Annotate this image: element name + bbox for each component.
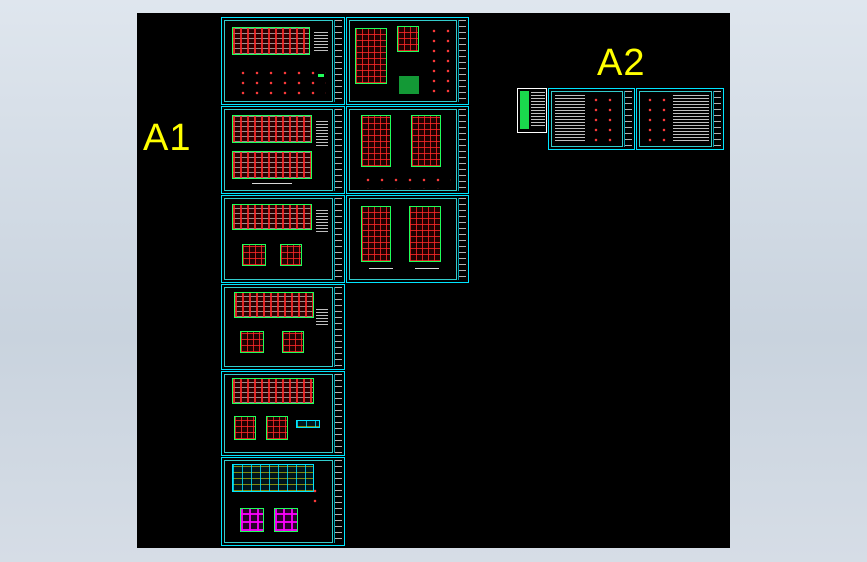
legend-block xyxy=(520,91,529,129)
sheet-border xyxy=(349,198,457,280)
title-block xyxy=(458,109,466,191)
a2-sheet-2[interactable] xyxy=(548,88,635,150)
legend-swatch xyxy=(318,74,324,77)
detail-plan xyxy=(280,244,302,266)
structural-plan xyxy=(409,206,441,262)
sheet-border xyxy=(224,20,333,102)
detail-symbols xyxy=(361,175,451,189)
title-block xyxy=(334,374,342,453)
notes-block xyxy=(673,95,709,143)
a1-sheet-9[interactable] xyxy=(346,195,469,283)
title-block xyxy=(334,198,342,280)
sheet-group-label-a1: A1 xyxy=(143,117,192,159)
sheet-border xyxy=(224,198,333,280)
a1-sheet-6[interactable] xyxy=(221,457,345,546)
floor-plan xyxy=(232,378,314,404)
detail-plan xyxy=(234,416,256,440)
drawing-viewport[interactable]: A1 A2 xyxy=(137,13,730,548)
notes-block xyxy=(316,309,328,325)
a1-sheet-7[interactable] xyxy=(346,17,469,105)
title-block xyxy=(713,91,721,147)
detail-plan xyxy=(242,244,266,266)
a1-sheet-5[interactable] xyxy=(221,371,345,456)
notes-block xyxy=(555,95,585,143)
sheet-border xyxy=(224,109,333,191)
title-block xyxy=(458,20,466,102)
detail-plan xyxy=(274,508,298,532)
title-block xyxy=(458,198,466,280)
sheet-border xyxy=(349,109,457,191)
sheet-border xyxy=(349,20,457,102)
a1-sheet-2[interactable] xyxy=(221,106,345,194)
floor-plan xyxy=(234,292,314,318)
detail-plan xyxy=(240,331,264,353)
notes-block xyxy=(314,32,328,52)
structural-plan xyxy=(361,206,391,262)
title-block xyxy=(334,109,342,191)
title-block xyxy=(334,287,342,367)
floor-plan xyxy=(232,115,312,143)
structural-plan xyxy=(411,115,441,167)
sheet-border xyxy=(224,287,333,367)
a1-sheet-1[interactable] xyxy=(221,17,345,105)
a2-cover-sheet[interactable] xyxy=(517,88,547,133)
title-block xyxy=(334,20,342,102)
title-block xyxy=(624,91,632,147)
a1-sheet-3[interactable] xyxy=(221,195,345,283)
structural-plan xyxy=(355,28,387,84)
detail-symbols xyxy=(236,68,326,96)
plan-caption xyxy=(415,268,439,271)
detail-symbols xyxy=(589,95,621,143)
detail-plan xyxy=(266,416,288,440)
notes-block xyxy=(316,210,328,232)
sheet-border xyxy=(639,91,712,147)
sheet-group-label-a2: A2 xyxy=(597,42,646,84)
plan-caption xyxy=(369,268,393,271)
title-block xyxy=(334,460,342,543)
structural-plan xyxy=(361,115,391,167)
detail-symbols xyxy=(308,486,324,508)
sheet-border xyxy=(224,460,333,543)
sheet-border xyxy=(224,374,333,453)
floor-plan xyxy=(232,151,312,179)
floor-plan xyxy=(232,27,310,55)
a1-sheet-4[interactable] xyxy=(221,284,345,370)
notes-block xyxy=(316,121,328,147)
notes-block xyxy=(531,92,545,128)
detail-symbols xyxy=(643,95,671,143)
detail-plan xyxy=(296,420,320,428)
a2-sheet-3[interactable] xyxy=(636,88,724,150)
floor-plan xyxy=(232,204,312,230)
detail-plan xyxy=(282,331,304,353)
structural-plan xyxy=(397,26,419,52)
detail-symbols xyxy=(427,26,455,96)
sheet-border xyxy=(551,91,623,147)
roof-plan xyxy=(232,464,314,492)
plan-caption xyxy=(252,183,292,186)
legend-block xyxy=(399,76,419,94)
a1-sheet-8[interactable] xyxy=(346,106,469,194)
detail-plan xyxy=(240,508,264,532)
